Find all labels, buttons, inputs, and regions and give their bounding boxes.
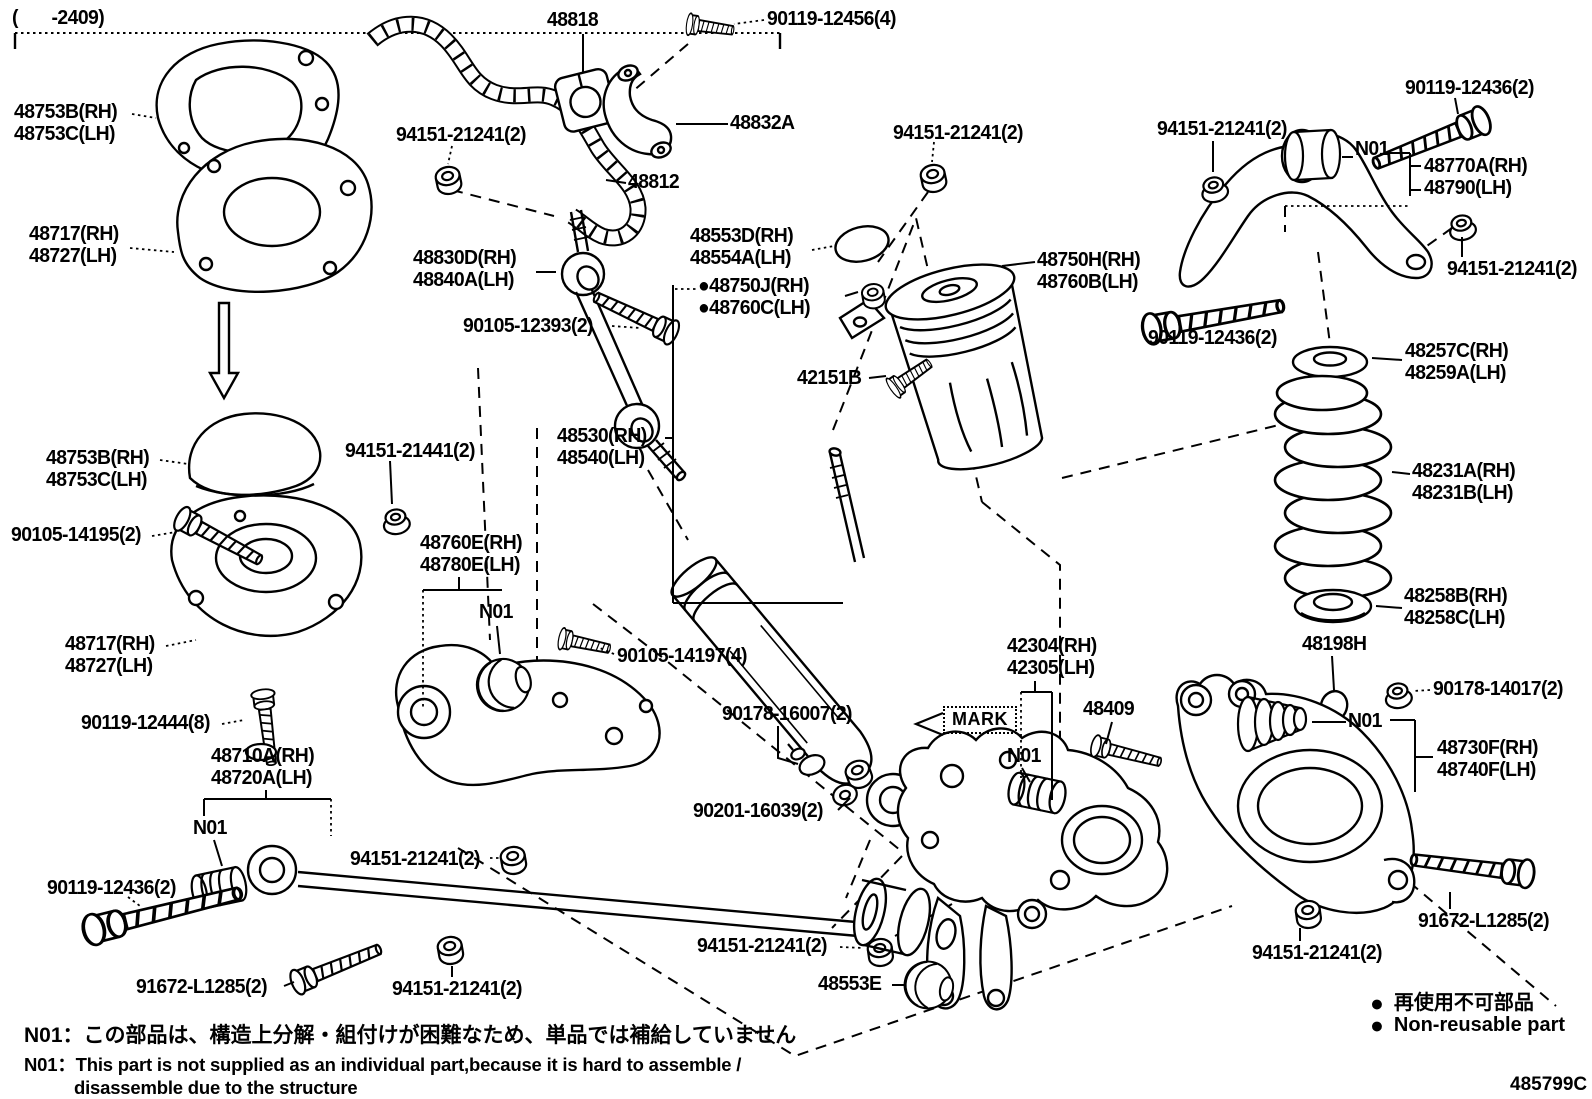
part-label-90178-16007: 90178-16007(2) bbox=[722, 703, 853, 725]
part-label-94151-21241-top-right: 94151-21241(2) bbox=[1157, 118, 1288, 140]
bolt-91672-l1285-br-icon bbox=[1407, 843, 1538, 891]
part-label-48198h: 48198H bbox=[1302, 633, 1367, 655]
support-cap-48553d bbox=[834, 225, 890, 263]
part-label-n01-rod-bush: N01 bbox=[193, 817, 227, 839]
grommet-90201-16039-icon bbox=[832, 783, 858, 807]
part-label-48750j-48760c: ●48750J(RH)●48760C(LH) bbox=[698, 275, 811, 319]
mark-arrow-icon bbox=[913, 711, 944, 737]
legend-non-reusable-en: ●Non-reusable part bbox=[1370, 1012, 1566, 1038]
part-label-48717-48727-upper: 48717(RH)48727(LH) bbox=[29, 223, 119, 267]
down-arrow bbox=[207, 301, 241, 401]
part-label-48760e-48780e: 48760E(RH)48780E(LH) bbox=[420, 532, 523, 576]
part-label-48753b-48753c-upper: 48753B(RH)48753C(LH) bbox=[14, 101, 118, 145]
part-label-48812: 48812 bbox=[628, 171, 680, 193]
leader-lines bbox=[203, 34, 1463, 987]
spring-lower-seat-48258b bbox=[1293, 588, 1373, 624]
part-label-48553d-48554a: 48553D(RH)48554A(LH) bbox=[690, 225, 794, 269]
part-label-94151-21241-bottom-left: 94151-21241(2) bbox=[392, 978, 523, 1000]
note-n01-japanese: N01：この部品は、構造上分解・組付けが困難なため、単品では補給していません bbox=[24, 1024, 797, 1047]
bolt-90105-14197-icon bbox=[555, 626, 614, 661]
nut-94151-21241-rod-icon bbox=[498, 843, 529, 877]
non-reusable-dot-icon: ● bbox=[1370, 1012, 1384, 1038]
coil-spring-48231a bbox=[1273, 374, 1393, 600]
mark-box: MARK bbox=[943, 706, 1017, 734]
lower-arm-48730f bbox=[1175, 673, 1416, 914]
part-label-90201-16039: 90201-16039(2) bbox=[693, 800, 824, 822]
part-label-90119-12444: 90119-12444(8) bbox=[81, 712, 210, 734]
part-label-94151-21241-stab-right: 94151-21241(2) bbox=[893, 122, 1024, 144]
part-label-48730f-48740f: 48730F(RH)48740F(LH) bbox=[1437, 737, 1539, 781]
part-label-48832a: 48832A bbox=[730, 112, 795, 134]
strut-rod-assembly bbox=[246, 844, 957, 957]
part-label-42304-42305: 42304(RH)42305(LH) bbox=[1007, 635, 1097, 679]
upper-arm-bushing-icon bbox=[1283, 128, 1342, 182]
part-label-90178-14017: 90178-14017(2) bbox=[1433, 678, 1564, 700]
knuckle-42304 bbox=[896, 727, 1169, 1011]
part-label-42151b: 42151B bbox=[797, 367, 862, 389]
bolt-91672-l1285-bl-icon bbox=[286, 935, 387, 998]
nut-94151-21441-icon bbox=[380, 506, 413, 538]
part-label-n01-knuckle-bush: N01 bbox=[1007, 745, 1041, 767]
stabilizer-bracket-48832a bbox=[602, 64, 673, 159]
non-reusable-dot-icon: ● bbox=[1370, 990, 1384, 1016]
part-label-90119-12456: 90119-12456(4) bbox=[767, 8, 896, 30]
dotted-leaders bbox=[127, 19, 1431, 949]
stabilizer-bushing-48818 bbox=[553, 67, 618, 133]
nut-94151-21241-br-icon bbox=[1293, 898, 1324, 931]
part-label-48830d-48840a: 48830D(RH)48840A(LH) bbox=[413, 247, 517, 291]
bolt-90119-12444-icon bbox=[244, 687, 285, 768]
lower-arm-n01-bushing-icon bbox=[1236, 695, 1308, 753]
part-label-94151-21241-knuckle: 94151-21241(2) bbox=[697, 935, 828, 957]
nut-48750j-icon bbox=[859, 281, 888, 312]
part-label-90119-12436-upper-arm: 90119-12436(2) bbox=[1148, 327, 1277, 349]
part-label-n01-trailing-arm-bush: N01 bbox=[479, 601, 513, 623]
legend-non-reusable-jp: ●再使用不可部品 bbox=[1370, 990, 1534, 1016]
spring-upper-seat-48257c bbox=[1291, 345, 1369, 379]
shock-absorber-48530 bbox=[670, 447, 921, 828]
shock-upper-support-48750h bbox=[838, 263, 1044, 471]
nut-94151-21241-bl-icon bbox=[435, 933, 466, 967]
part-label-48717-48727-lower: 48717(RH)48727(LH) bbox=[65, 633, 155, 677]
part-label-90119-12436-top-right: 90119-12436(2) bbox=[1405, 77, 1534, 99]
part-label-48750h-48760b: 48750H(RH)48760B(LH) bbox=[1037, 249, 1141, 293]
bolt-90119-12456-icon bbox=[684, 11, 737, 43]
part-label-94151-21241-bottom-right: 94151-21241(2) bbox=[1252, 942, 1383, 964]
part-label-94151-21241-stab-left: 94151-21241(2) bbox=[396, 124, 527, 146]
part-label-n01-upper-arm: N01 bbox=[1355, 138, 1389, 160]
production-range-bracket bbox=[13, 32, 782, 49]
part-label-90105-14195: 90105-14195(2) bbox=[11, 524, 142, 546]
note-n01-english: N01：This part is not supplied as an indi… bbox=[24, 1054, 742, 1098]
part-label-48257c-48259a: 48257C(RH)48259A(LH) bbox=[1405, 340, 1509, 384]
part-label-48530-48540: 48530(RH)48540(LH) bbox=[557, 425, 647, 469]
part-label-production-range: ( -2409) bbox=[12, 7, 105, 29]
drawing-code: 485799C bbox=[1510, 1074, 1588, 1095]
part-label-90105-12393: 90105-12393(2) bbox=[463, 315, 594, 337]
nut-90178-14017-icon bbox=[1382, 680, 1415, 712]
part-label-48818: 48818 bbox=[547, 9, 599, 31]
member-cover-plates-upper bbox=[155, 39, 373, 293]
part-label-90119-12436-bottom-left: 90119-12436(2) bbox=[47, 877, 176, 899]
part-label-48258b-48258c: 48258B(RH)48258C(LH) bbox=[1404, 585, 1508, 629]
part-label-91672-l1285-bottom-right: 91672-L1285(2) bbox=[1418, 910, 1550, 932]
nut-94151-21241-right-icon bbox=[917, 161, 950, 196]
part-label-n01-lower-arm: N01 bbox=[1348, 710, 1382, 732]
trailing-arm-48710a bbox=[395, 643, 661, 787]
part-label-91672-l1285-bottom-left: 91672-L1285(2) bbox=[136, 976, 268, 998]
part-label-48770a-48790: 48770A(RH)48790(LH) bbox=[1424, 155, 1528, 199]
bolt-90178-16007-icon bbox=[787, 743, 826, 776]
part-label-48753b-48753c-lower: 48753B(RH)48753C(LH) bbox=[46, 447, 150, 491]
part-label-94151-21241-rod: 94151-21241(2) bbox=[350, 848, 481, 870]
part-label-94151-21241-upper-arm: 94151-21241(2) bbox=[1447, 258, 1578, 280]
part-label-48553e: 48553E bbox=[818, 973, 882, 995]
stabilizer-link-48830d bbox=[560, 209, 687, 482]
part-label-48231a-48231b: 48231A(RH)48231B(LH) bbox=[1412, 460, 1516, 504]
part-label-94151-21441: 94151-21441(2) bbox=[345, 440, 476, 462]
part-label-48710a-48720a: 48710A(RH)48720A(LH) bbox=[211, 745, 315, 789]
part-label-48409: 48409 bbox=[1083, 698, 1135, 720]
part-label-90105-14197: 90105-14197(4) bbox=[617, 645, 748, 667]
